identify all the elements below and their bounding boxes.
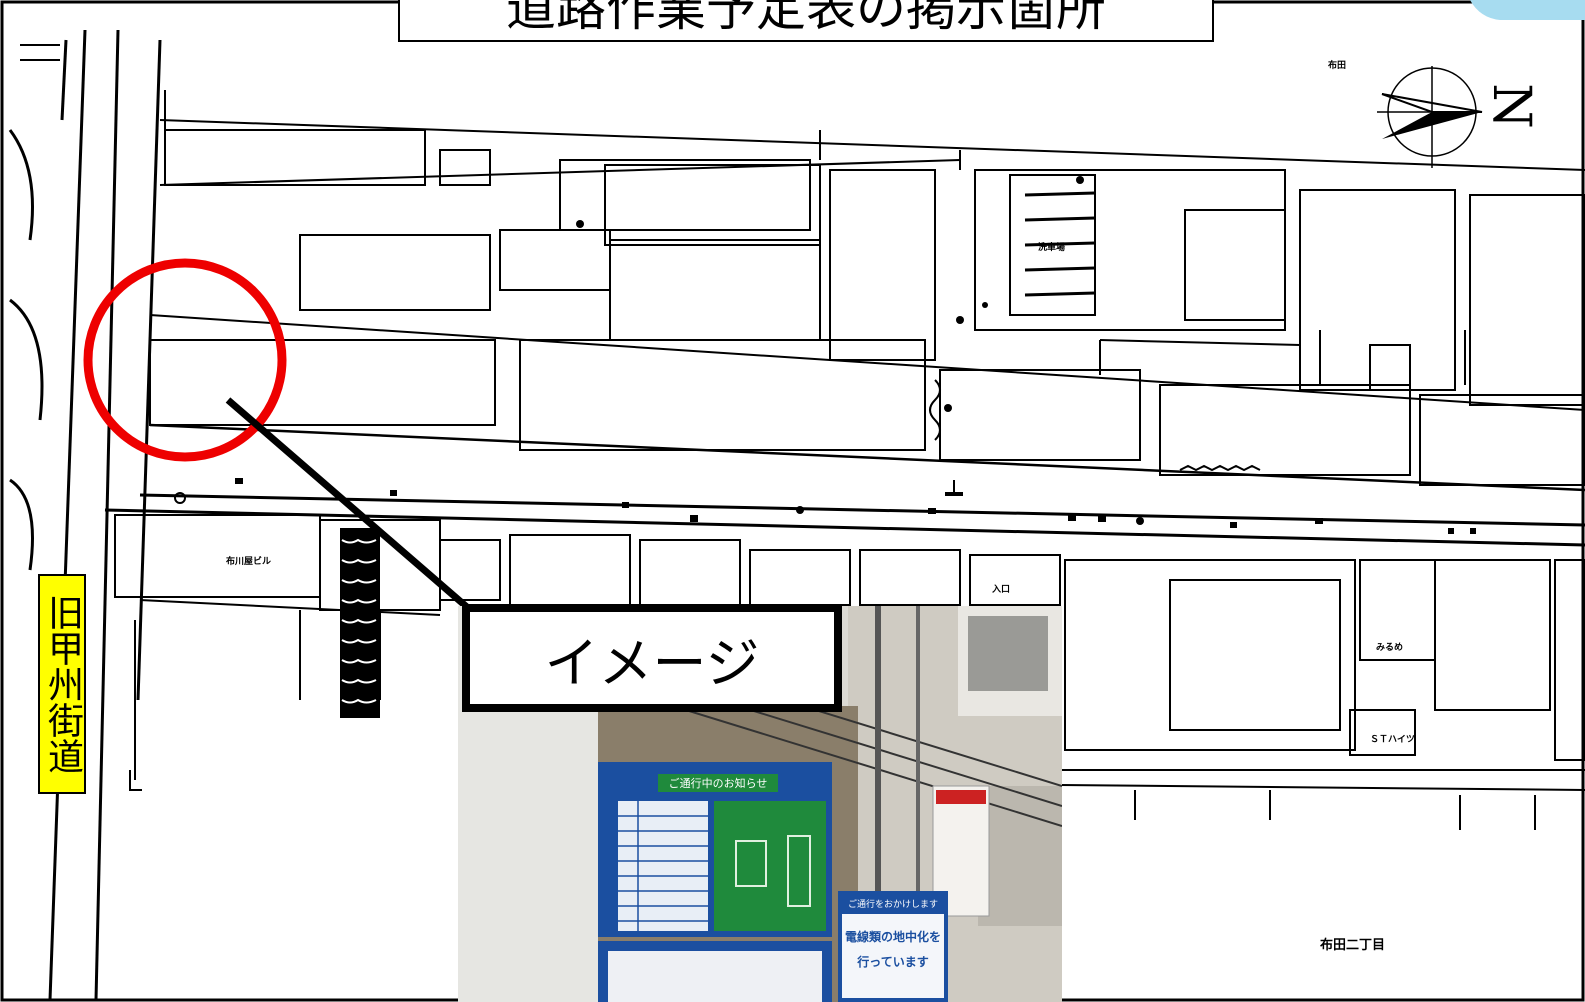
compass-icon: N bbox=[1377, 66, 1541, 168]
compass-north-letter: N bbox=[1481, 83, 1541, 129]
leader-line bbox=[225, 397, 471, 611]
road-label-text: 旧甲州街道 bbox=[42, 594, 83, 774]
parking-bays bbox=[1024, 191, 1096, 297]
street-features bbox=[174, 176, 1476, 534]
highlight-circle bbox=[83, 258, 287, 462]
sign-title: ご通行をおかけします bbox=[848, 898, 938, 910]
upper-block bbox=[149, 90, 1585, 492]
sign-photo: ご通行中のお知らせ ご通行をおかけします 電線類の地中化を bbox=[458, 606, 1062, 1002]
building-label-2: みるめ bbox=[1376, 643, 1404, 653]
district-label-north: 布田 bbox=[1328, 61, 1347, 71]
image-label: イメージ bbox=[462, 604, 842, 712]
building-label-3: ＳＴハイツ bbox=[1370, 735, 1415, 745]
building-label-5: 入口 bbox=[992, 585, 1011, 595]
corner-decoration bbox=[1470, 0, 1585, 20]
building-label-1: 布川屋ビル bbox=[226, 557, 272, 567]
main-street bbox=[104, 493, 1585, 547]
sign-photo-image: ご通行中のお知らせ ご通行をおかけします 電線類の地中化を bbox=[458, 606, 1062, 1002]
road-label: 旧甲州街道 bbox=[38, 574, 86, 794]
sign-line2: 行っています bbox=[856, 954, 928, 969]
district-label-south: 布田二丁目 bbox=[1320, 938, 1386, 953]
page-title: 道路作業予定表の掲示箇所 bbox=[398, 0, 1214, 42]
building-label-4: 洗車場 bbox=[1038, 243, 1066, 253]
hatched-area bbox=[340, 528, 380, 718]
sign-line1: 電線類の地中化を bbox=[845, 929, 941, 944]
board-title: ご通行中のお知らせ bbox=[669, 776, 768, 790]
